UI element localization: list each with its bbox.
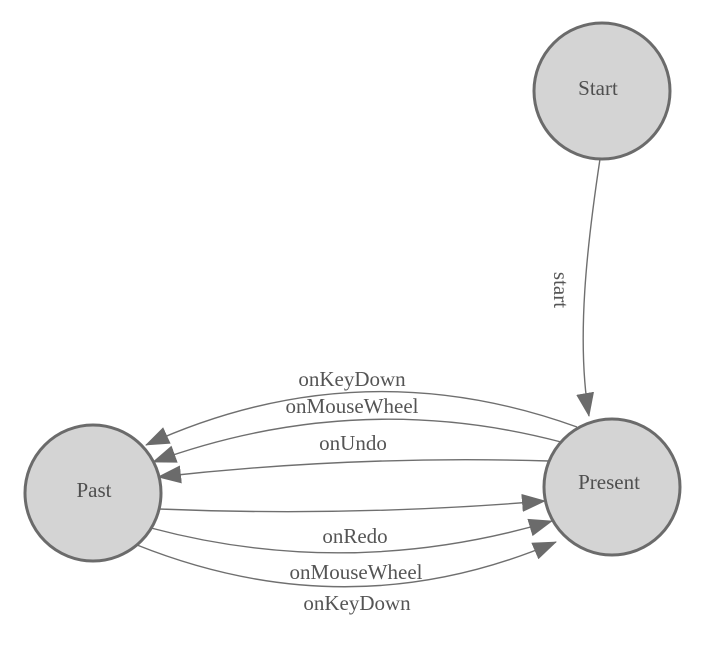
edge-path-onmousewheel-top[interactable] xyxy=(152,418,562,463)
edge-present-to-past-onmousewheel: onMouseWheel xyxy=(152,394,562,463)
edge-label-onkeydown-top: onKeyDown xyxy=(298,367,406,391)
edge-label-onkeydown-bottom: onKeyDown xyxy=(303,591,411,615)
edge-present-to-past-onundo: onUndo xyxy=(157,431,550,484)
edge-label-onmousewheel-bottom: onMouseWheel xyxy=(290,560,423,584)
edge-path-onredo[interactable] xyxy=(158,493,546,513)
present-state-circle[interactable] xyxy=(542,417,682,557)
edge-path-onundo[interactable] xyxy=(157,459,550,484)
state-node-past: Past xyxy=(23,423,163,563)
edge-label-onredo: onRedo xyxy=(322,524,387,548)
edge-past-to-present-onkeydown: onKeyDown xyxy=(136,541,557,615)
edge-path-onkeydown-bottom[interactable] xyxy=(136,541,557,588)
edge-path-onkeydown-top[interactable] xyxy=(145,390,578,446)
past-state-label: Past xyxy=(76,478,111,502)
state-node-present: Present xyxy=(542,417,682,557)
edge-path-start[interactable] xyxy=(576,158,601,417)
edge-past-to-present-onredo: onRedo xyxy=(158,493,546,548)
edge-present-to-past-onkeydown: onKeyDown xyxy=(145,367,578,446)
edge-label-onundo: onUndo xyxy=(319,431,387,455)
past-state-circle[interactable] xyxy=(23,423,163,563)
edge-label-onmousewheel-top: onMouseWheel xyxy=(286,394,419,418)
edge-start-to-present: start xyxy=(549,158,601,417)
edge-path-onmousewheel-bottom[interactable] xyxy=(150,518,553,554)
start-state-label: Start xyxy=(578,76,618,100)
state-node-start: Start xyxy=(532,21,672,161)
edge-past-to-present-onmousewheel: onMouseWheel xyxy=(150,518,553,584)
edge-label-start: start xyxy=(549,272,573,308)
present-state-label: Present xyxy=(578,470,640,494)
start-state-circle[interactable] xyxy=(532,21,672,161)
